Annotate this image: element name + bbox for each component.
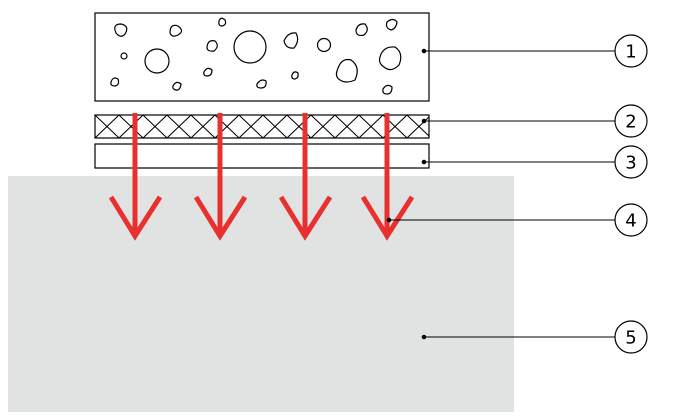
callout-4: 4	[614, 203, 648, 237]
stone	[206, 40, 218, 52]
anchor-dot-2	[421, 118, 427, 124]
substrate-block	[8, 176, 514, 412]
callout-5: 5	[614, 320, 648, 354]
stone	[169, 24, 183, 37]
stone	[114, 23, 128, 37]
stone	[110, 77, 120, 87]
anchor-dot-3	[421, 159, 427, 165]
plain-layer	[94, 143, 430, 169]
stone	[283, 32, 299, 49]
stone	[203, 67, 213, 77]
callout-1: 1	[614, 34, 648, 68]
arrow-down-icon	[278, 113, 333, 241]
callout-number-5: 5	[625, 328, 636, 349]
leader-lines	[386, 48, 615, 340]
arrow-down-icon	[360, 113, 415, 241]
arrow-down-icon	[193, 113, 248, 241]
callout-number-2: 2	[625, 112, 636, 133]
stone	[120, 52, 128, 60]
stone	[218, 17, 227, 27]
stone	[382, 84, 393, 95]
stone	[385, 18, 398, 31]
anchor-dot-1	[421, 48, 427, 54]
aggregate-layer	[94, 12, 430, 102]
crosshatch-layer	[94, 114, 430, 139]
callout-2: 2	[614, 104, 648, 138]
callouts: 1 2 3 4 5	[614, 34, 648, 354]
arrow-down-icon	[108, 113, 163, 241]
callout-number-3: 3	[625, 153, 636, 174]
stone	[335, 58, 358, 83]
callout-number-4: 4	[625, 211, 636, 232]
stone	[378, 46, 402, 71]
stone	[233, 30, 267, 64]
stone	[316, 37, 332, 53]
anchor-dot-5	[421, 334, 427, 340]
callout-number-1: 1	[625, 42, 636, 63]
stone	[144, 48, 170, 74]
callout-3: 3	[614, 145, 648, 179]
stone	[256, 79, 267, 89]
anchor-dot-4	[386, 217, 392, 223]
flow-arrows	[108, 113, 415, 241]
stone	[355, 23, 368, 37]
stone	[291, 71, 299, 80]
aggregate-stones	[110, 17, 402, 95]
stone	[172, 81, 182, 91]
